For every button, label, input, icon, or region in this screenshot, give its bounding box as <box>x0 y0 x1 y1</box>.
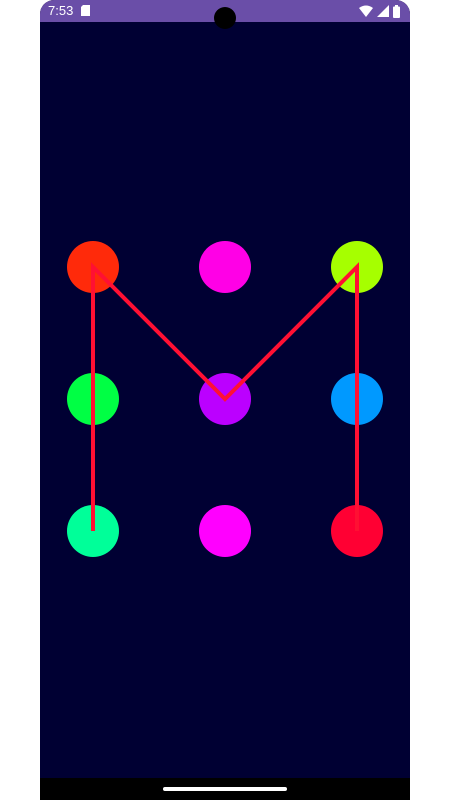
status-time: 7:53 <box>48 3 74 18</box>
wifi-icon <box>359 5 373 17</box>
home-indicator[interactable] <box>163 787 287 791</box>
pattern-lock-area[interactable] <box>40 22 410 778</box>
phone-screen: 7:53 <box>40 0 410 800</box>
camera-cutout <box>214 7 236 29</box>
pattern-lock-grid[interactable] <box>40 22 410 778</box>
status-icons <box>359 4 400 18</box>
signal-icon <box>377 5 389 17</box>
sd-card-icon <box>81 5 90 16</box>
battery-icon <box>393 4 400 18</box>
navigation-bar <box>40 778 410 800</box>
pattern-dot-r3-c2[interactable] <box>199 505 251 557</box>
pattern-dot-r1-c2[interactable] <box>199 241 251 293</box>
pattern-path-line <box>91 262 359 531</box>
